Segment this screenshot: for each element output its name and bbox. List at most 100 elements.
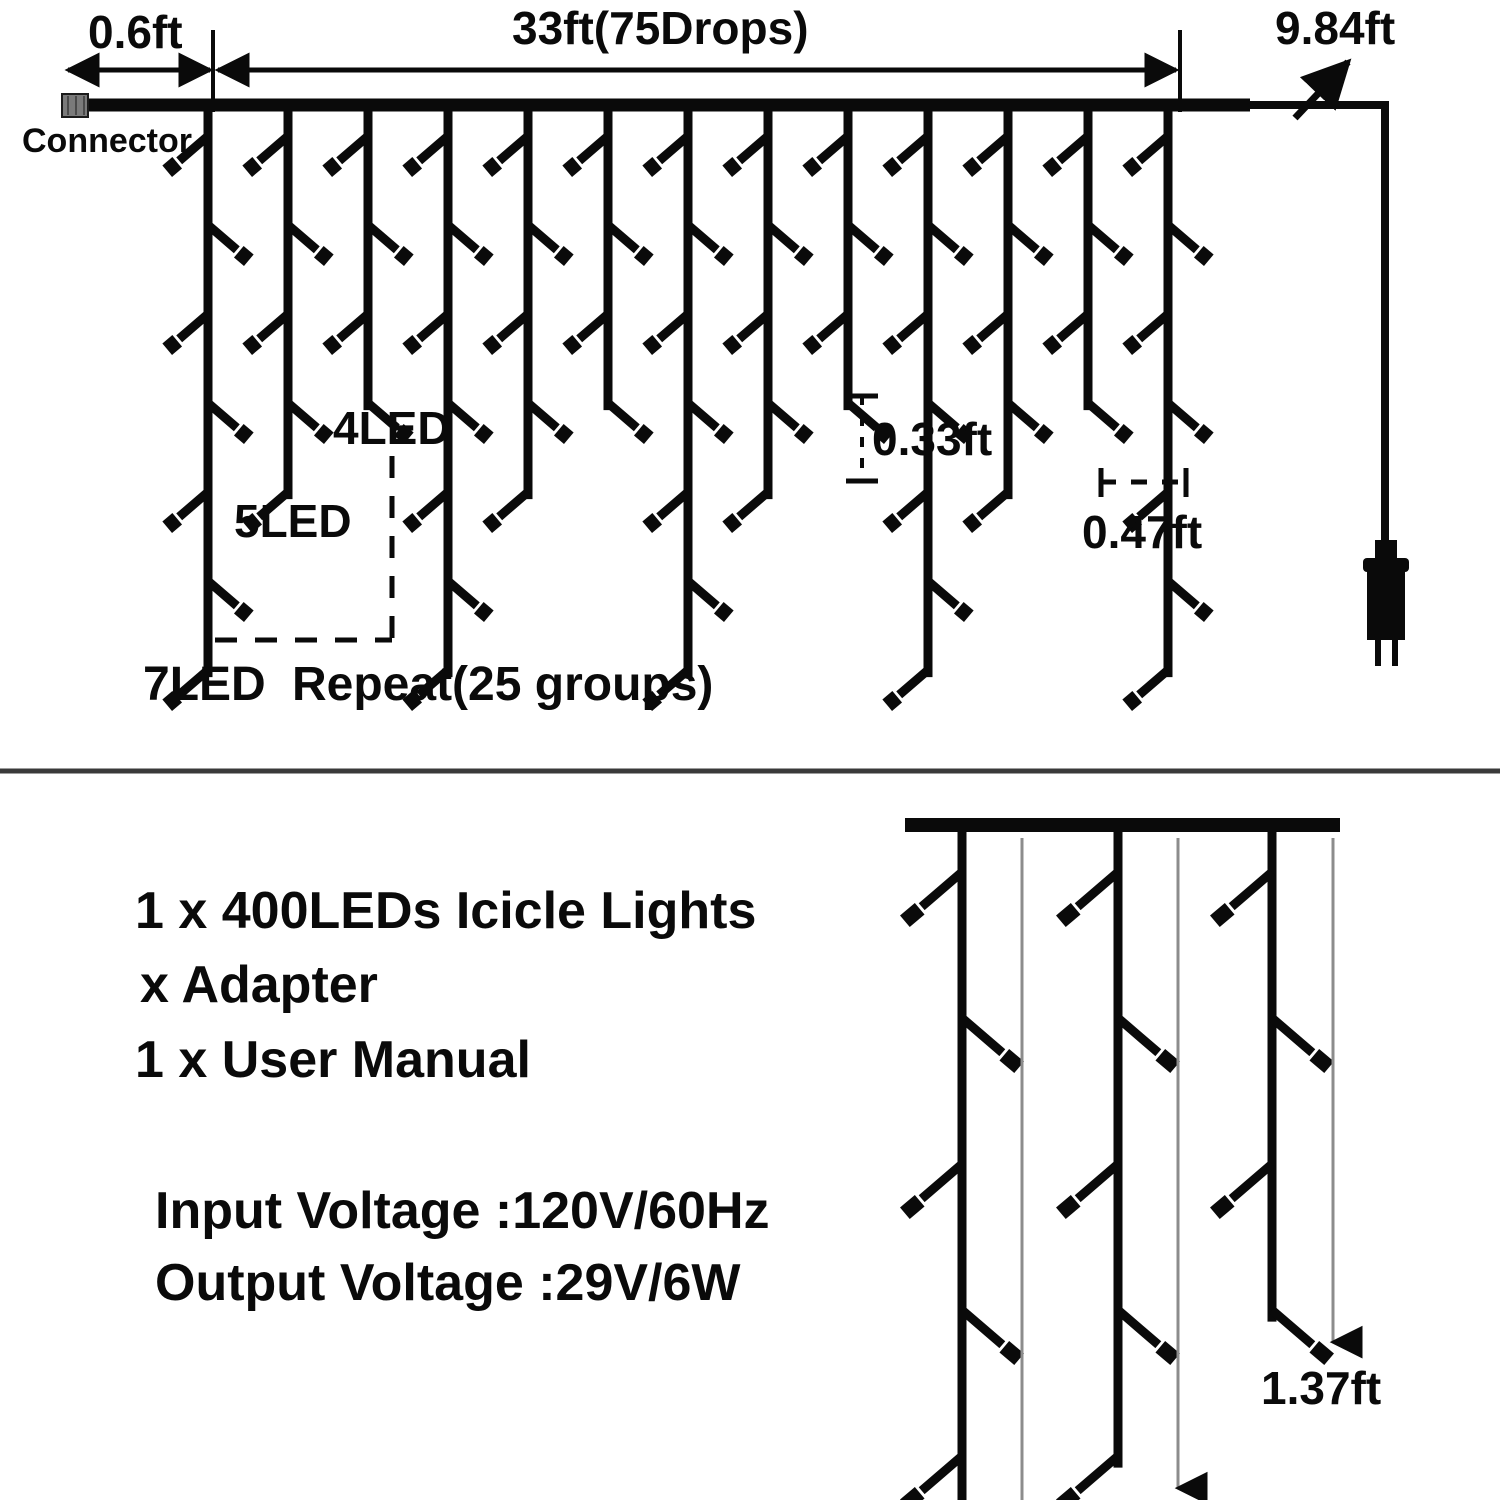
drop-strand [1122,108,1214,711]
led-bulb-icon [365,221,414,266]
led-bulb-icon [322,132,371,177]
led-bulb-icon [925,221,974,266]
led-bulb-icon [925,399,974,444]
led-bulb-icon [900,868,965,927]
led-bulb-icon [1042,310,1091,355]
led-bulb-icon [605,399,654,444]
drop-strand [1056,830,1180,1500]
led-bulb-icon [685,399,734,444]
led-bulb-icon [1122,132,1171,177]
led-bulb-icon [1115,1306,1180,1365]
led-bulb-icon [642,310,691,355]
led-bulb-icon [1210,1160,1275,1219]
connector-cap-icon [61,93,89,118]
specification-line-0: Input Voltage :120V/60Hz [155,1182,770,1240]
led-bulb-icon [205,399,254,444]
led-bulb-icon [1122,310,1171,355]
led-bulb-icon [402,132,451,177]
led-bulb-icon [322,310,371,355]
led-bulb-icon [525,399,574,444]
drop-strand [162,108,254,711]
led-bulb-icon [882,310,931,355]
led-bulb-icon [1210,868,1275,927]
led-bulb-icon [900,1452,965,1500]
led-bulb-icon [1269,1014,1334,1073]
specifications-block: Input Voltage :120V/60Hz Output Voltage … [155,1182,770,1312]
repeat-group-bracket [215,456,395,643]
led-bulb-icon [445,577,494,622]
led-bulb-icon [685,577,734,622]
led-bulb-icon [1042,132,1091,177]
main-span-dimension-label: 33ft(75Drops) [512,2,809,54]
drop-strand [962,108,1054,533]
led-bulb-icon [242,488,291,533]
drop-strand [1210,830,1334,1365]
drop-strand [642,108,734,711]
led-bulb-icon [205,577,254,622]
led-bulb-icon [722,132,771,177]
package-contents-block: 1 x 400LEDs Icicle Lights x Adapter 1 x … [135,882,756,1089]
led-bulb-icon [1005,221,1054,266]
led-bulb-icon [765,399,814,444]
led-bulb-icon [162,310,211,355]
led-bulb-icon [962,310,1011,355]
led-bulb-icon [482,488,531,533]
drop-strands [162,108,1214,711]
drop-strand [722,108,814,533]
led-bulb-icon [765,221,814,266]
package-contents-line-0: 1 x 400LEDs Icicle Lights [135,882,756,940]
led-label-medium: 5LED [234,495,352,547]
led-bulb-icon [605,221,654,266]
drop-strand [1042,108,1134,444]
package-contents-line-1: x Adapter [140,956,378,1014]
led-bulb-icon [802,310,851,355]
led-bulb-icon [482,310,531,355]
led-bulb-icon [242,310,291,355]
led-bulb-icon [1056,1452,1121,1500]
drop-horizontal-spacing-dimension: 0.47ft [1082,468,1202,558]
led-bulb-icon [802,132,851,177]
package-contents-line-2: 1 x User Manual [135,1031,531,1089]
detail-measure-arrows: 2.36ft1.68ft1.37ft [1020,838,1381,1500]
led-bulb-icon [1165,221,1214,266]
drop-strand [562,108,654,444]
drop-strand [402,108,494,711]
led-bulb-icon [1269,1306,1334,1365]
led-bulb-icon [642,132,691,177]
led-bulb-icon [285,221,334,266]
led-bulb-icon [882,488,931,533]
led-bulb-icon [242,132,291,177]
led-bulb-icon [162,666,211,711]
led-bulb-icon [845,399,894,444]
drop-detail-diagram: 2.36ft1.68ft1.37ft [900,818,1381,1500]
lead-dimension: 0.6ft [64,6,215,112]
led-bulb-icon [642,488,691,533]
led-bulb-icon [1165,399,1214,444]
led-bulb-icon [1122,666,1171,711]
led-bulb-icon [205,221,254,266]
led-bulb-icon [562,310,611,355]
drop-length-label: 1.37ft [1261,1362,1381,1414]
led-bulb-icon [900,1160,965,1219]
led-bulb-icon [162,132,211,177]
led-bulb-icon [402,310,451,355]
led-bulb-icon [882,132,931,177]
led-bulb-icon [445,221,494,266]
lead-dimension-label: 0.6ft [88,6,183,58]
connector-label: Connector [22,122,192,160]
led-bulb-icon [525,221,574,266]
drop-strand [482,108,574,533]
detail-drop-strands [900,830,1334,1500]
led-bulb-icon [285,399,334,444]
led-bulb-icon [445,399,494,444]
led-bulb-icon [1005,399,1054,444]
led-bulb-icon [845,221,894,266]
led-bulb-icon [1056,1160,1121,1219]
led-bulb-icon [722,310,771,355]
led-bulb-icon [1115,1014,1180,1073]
led-bulb-icon [722,488,771,533]
led-bulb-icon [162,488,211,533]
